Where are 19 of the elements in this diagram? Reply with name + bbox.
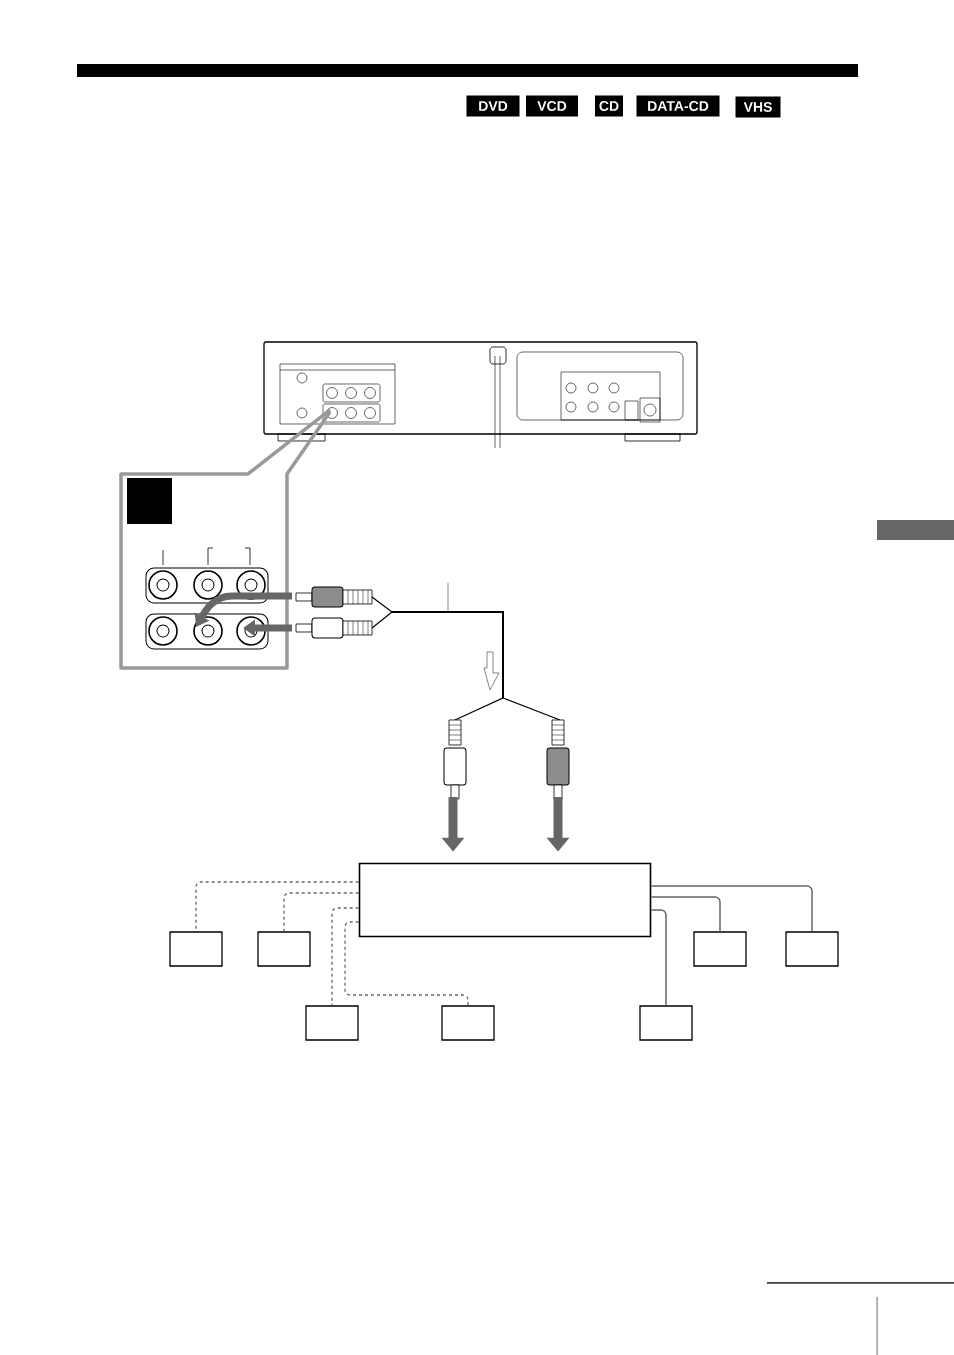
format-badge: VCD: [526, 95, 578, 117]
format-badge: DVD: [466, 95, 520, 117]
component-box: [639, 1005, 693, 1041]
connection-line: [650, 896, 721, 933]
component-box: [305, 1005, 359, 1041]
component-box: [785, 931, 839, 967]
connection-line: [650, 909, 667, 1007]
connection-line: [195, 881, 360, 932]
connection-line: [331, 907, 360, 1006]
component-box: [441, 1005, 495, 1041]
format-badge: CD: [595, 95, 623, 117]
format-badge: VHS: [735, 96, 781, 118]
connection-line: [650, 885, 813, 933]
device-box: [358, 862, 652, 938]
component-box: [693, 931, 747, 967]
component-box: [257, 931, 311, 967]
connection-line: [283, 892, 360, 932]
format-badge: DATA-CD: [636, 95, 720, 117]
component-box: [169, 931, 223, 967]
